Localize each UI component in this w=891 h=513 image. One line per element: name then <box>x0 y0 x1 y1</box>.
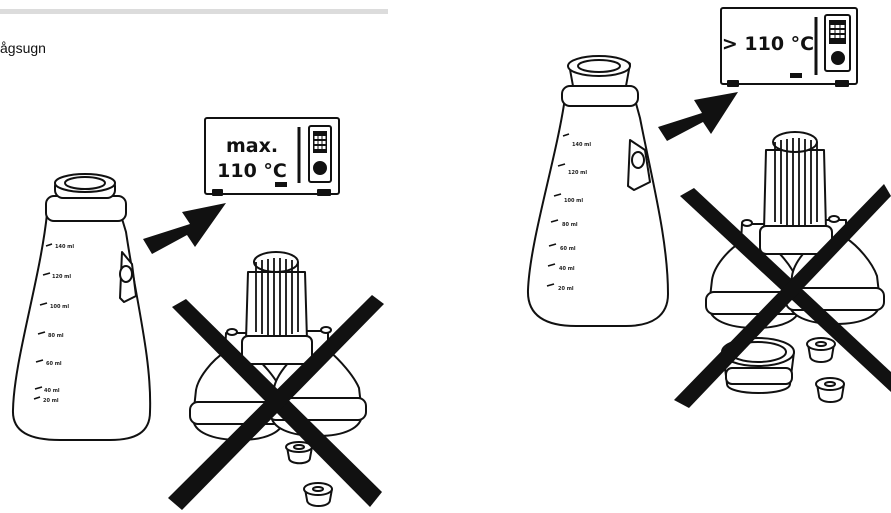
oven-label-line1: max. <box>226 135 278 157</box>
graduation-label: 20 ml <box>43 398 59 404</box>
oven-label-line2: 110 °C <box>217 160 287 182</box>
graduation-label: 140 ml <box>55 244 74 250</box>
oven-label: > 110 °C <box>722 33 814 55</box>
right-arrow-icon <box>658 92 738 141</box>
right-oven-illustration: > 110 °C <box>721 8 857 86</box>
graduation-label: 80 ml <box>48 333 64 339</box>
graduation-label: 60 ml <box>560 246 576 252</box>
graduation-label: 40 ml <box>44 388 60 394</box>
graduation-label: 80 ml <box>562 222 578 228</box>
oven-knob-icon <box>832 52 844 64</box>
graduation-label: 100 ml <box>50 304 69 310</box>
oven-knob-icon <box>314 162 326 174</box>
graduation-label: 140 ml <box>572 142 591 148</box>
graduation-label: 20 ml <box>558 286 574 292</box>
graduation-label: 40 ml <box>559 266 575 272</box>
graduation-label: 60 ml <box>46 361 62 367</box>
left-arrow-icon <box>143 203 226 254</box>
left-bottle-illustration <box>13 174 150 440</box>
left-oven-illustration: max. 110 °C <box>205 118 339 195</box>
graduation-label: 120 ml <box>52 274 71 280</box>
graduation-label: 120 ml <box>568 170 587 176</box>
graduation-label: 100 ml <box>564 198 583 204</box>
